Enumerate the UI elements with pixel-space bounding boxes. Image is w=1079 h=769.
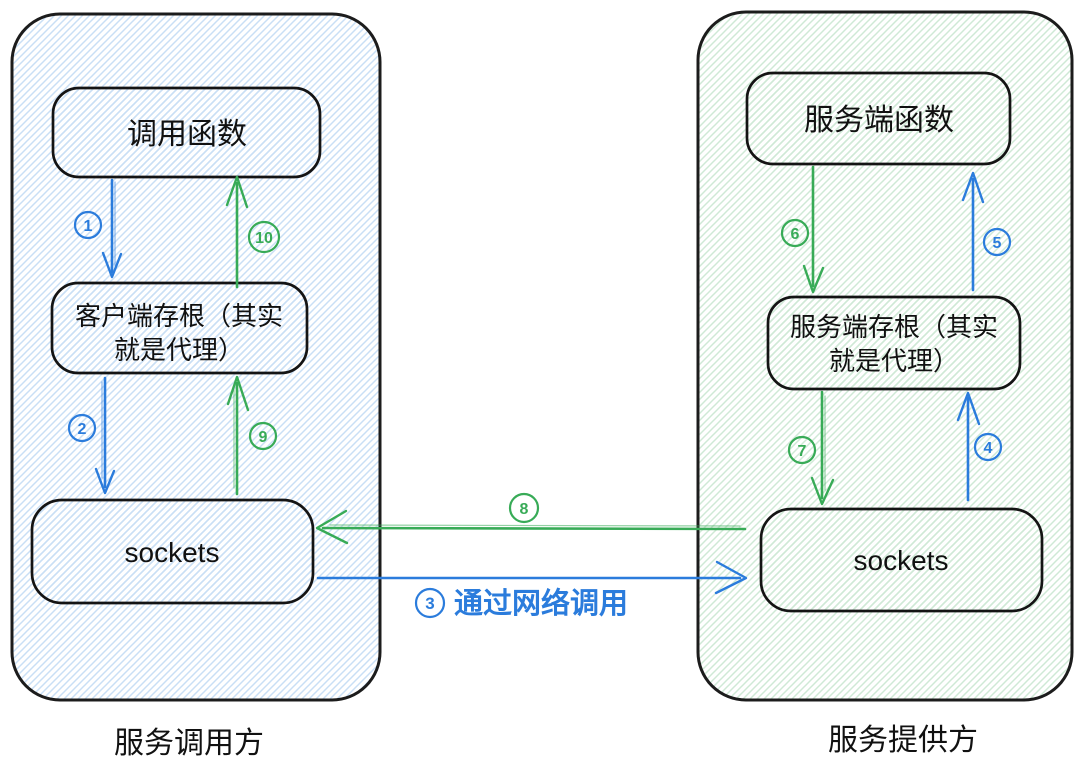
provider-sockets-box bbox=[759, 507, 1044, 613]
provider-stub-label-line2: 就是代理） bbox=[829, 346, 959, 376]
provider-stub-label-line1: 服务端存根（其实 bbox=[790, 312, 998, 342]
step-3-number: 3 bbox=[425, 594, 434, 613]
step-10-arrow bbox=[225, 175, 249, 289]
step-2-number: 2 bbox=[78, 421, 87, 438]
caller-panel-title: 服务调用方 bbox=[114, 727, 264, 760]
step-1-badge: 1 bbox=[73, 210, 103, 240]
provider-panel-title: 服务提供方 bbox=[828, 724, 978, 757]
step-3-badge bbox=[414, 587, 446, 619]
step-6-badge: 6 bbox=[780, 218, 810, 248]
step-8-badge: 8 bbox=[508, 492, 540, 524]
step-6-number: 6 bbox=[791, 226, 800, 243]
step-3-arrow bbox=[316, 560, 748, 595]
step-4-badge: 4 bbox=[973, 432, 1003, 462]
step-1-number: 1 bbox=[84, 218, 93, 235]
provider-panel: 服务端函数 服务端存根（其实 就是代理） sockets 服务提供方 bbox=[696, 10, 1074, 757]
caller-function-label: 调用函数 bbox=[127, 118, 247, 151]
step-2-badge: 2 bbox=[67, 413, 97, 443]
step-4-number: 4 bbox=[984, 440, 993, 457]
caller-sockets-label: sockets bbox=[125, 537, 220, 568]
step-3-label-group: 3 通过网络调用 bbox=[414, 586, 628, 620]
caller-stub-label-line2: 就是代理） bbox=[114, 335, 244, 365]
step-8-number: 8 bbox=[520, 501, 529, 518]
step-9-arrow bbox=[226, 375, 250, 496]
step-6-arrow bbox=[802, 165, 825, 294]
caller-function-box bbox=[51, 86, 322, 179]
provider-sockets-label: sockets bbox=[854, 545, 949, 576]
step-7-badge: 7 bbox=[787, 435, 817, 465]
step-1-arrow bbox=[101, 178, 123, 279]
caller-sockets-box bbox=[30, 498, 315, 605]
step-7-number: 7 bbox=[798, 443, 807, 460]
step-5-badge: 5 bbox=[982, 227, 1012, 257]
caller-stub-label-line1: 客户端存根（其实 bbox=[75, 301, 283, 331]
step-5-arrow bbox=[961, 171, 985, 292]
step-10-badge: 10 bbox=[247, 220, 281, 254]
provider-function-label: 服务端函数 bbox=[804, 104, 954, 137]
provider-function-box bbox=[745, 71, 1012, 166]
network-call-label: 通过网络调用 bbox=[454, 586, 628, 620]
step-9-number: 9 bbox=[259, 429, 268, 446]
step-10-number: 10 bbox=[255, 230, 273, 247]
step-4-arrow bbox=[956, 391, 981, 502]
step-5-number: 5 bbox=[993, 235, 1002, 252]
step-2-arrow bbox=[94, 376, 116, 495]
step-8-arrow bbox=[315, 509, 747, 545]
caller-stub-box bbox=[50, 281, 309, 375]
step-9-badge: 9 bbox=[248, 421, 278, 451]
caller-panel: 调用函数 客户端存根（其实 就是代理） sockets 服务调用方 bbox=[10, 12, 382, 760]
step-7-arrow bbox=[810, 390, 835, 506]
provider-stub-box bbox=[766, 295, 1022, 391]
